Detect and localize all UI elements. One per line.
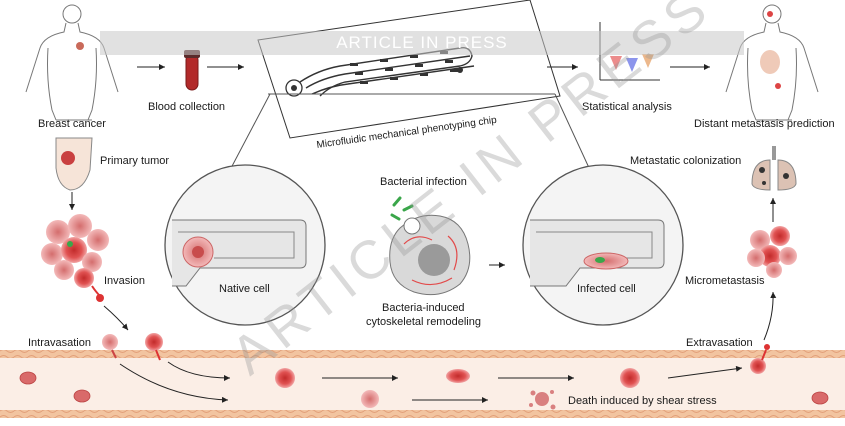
- metastasis-body-figure: [725, 4, 819, 121]
- invading-cell: [96, 294, 104, 302]
- intravasation-label: Intravasation: [28, 337, 91, 349]
- metastatic-colonization-label: Metastatic colonization: [630, 155, 741, 167]
- death-shear-label: Death induced by shear stress: [568, 395, 717, 407]
- blood-vessel: [0, 350, 845, 418]
- tumor-mass: [41, 214, 109, 288]
- zoom-line-right: [554, 93, 591, 171]
- statistical-analysis-label: Statistical analysis: [582, 101, 672, 113]
- breast-cancer-body-figure: [25, 4, 119, 121]
- arrow-to-micrometastasis: [763, 291, 777, 341]
- primary-tumor-icon: [55, 137, 93, 191]
- ctc-cell: [620, 368, 640, 388]
- micrometastasis-label: Micrometastasis: [685, 275, 765, 287]
- watermark-banner: ARTICLE IN PRESS: [100, 31, 744, 55]
- zoom-line-left: [229, 93, 271, 171]
- micrometastasis-cluster: [747, 226, 797, 278]
- primary-tumor-label: Primary tumor: [100, 155, 169, 167]
- flow-arrows: [119, 361, 743, 403]
- remodeling-label-line2: cytoskeletal remodeling: [366, 316, 481, 328]
- blood-collection-label: Blood collection: [148, 101, 225, 113]
- distant-metastasis-label: Distant metastasis prediction: [694, 118, 835, 130]
- deformed-ctc-cell: [446, 369, 470, 383]
- ctc-cell-lower: [361, 390, 379, 408]
- breast-cancer-label: Breast cancer: [38, 118, 106, 130]
- infected-cell-label: Infected cell: [577, 283, 636, 295]
- intravasating-cell: [102, 334, 118, 359]
- remodeling-cell: [389, 214, 471, 296]
- microfluidic-chip: [257, 0, 561, 139]
- native-cell-panel: [164, 164, 326, 326]
- extravasating-cell: [750, 344, 770, 374]
- lungs-icon: [751, 146, 797, 191]
- bacterial-infection-label: Bacterial infection: [380, 176, 467, 188]
- invasion-label: Invasion: [104, 275, 145, 287]
- arrow-invasion: [103, 305, 129, 331]
- native-cell-label: Native cell: [219, 283, 270, 295]
- extravasation-label: Extravasation: [686, 337, 753, 349]
- red-blood-cells: [19, 371, 829, 405]
- ctc-cell: [275, 368, 295, 388]
- blood-tube-icon: [184, 50, 200, 91]
- ctc-cell-entering: [145, 333, 163, 361]
- remodeling-label-line1: Bacteria-induced: [382, 302, 465, 314]
- bacteria-icon: [390, 196, 414, 221]
- infected-cell-panel: [522, 164, 684, 326]
- dying-cell: [529, 390, 556, 410]
